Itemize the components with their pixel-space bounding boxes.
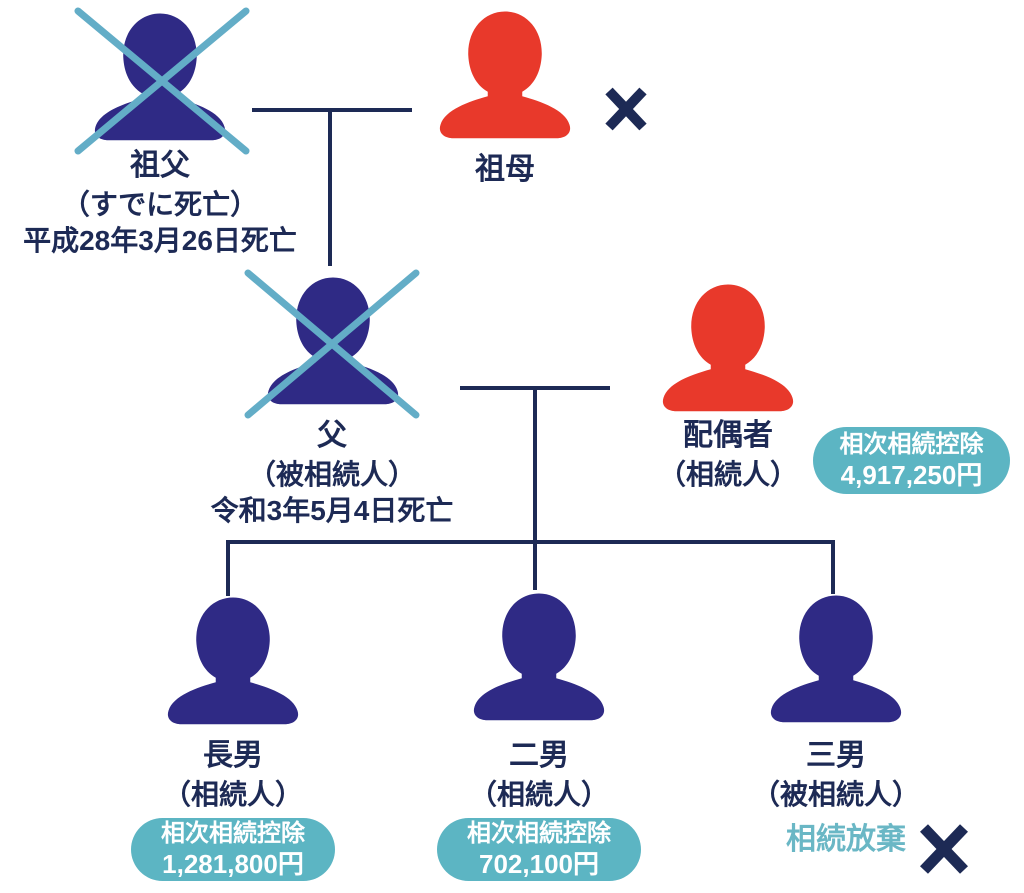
spouse-deduction-title: 相次相続控除 — [839, 431, 984, 458]
spouse-person-icon — [653, 283, 803, 412]
father-label: 父 （被相続人） 令和3年5月4日死亡 — [182, 416, 482, 529]
son2-deduction-amount: 702,100円 — [479, 849, 599, 879]
grandmother-name: 祖母 — [475, 153, 535, 186]
grandparents-to-father-line — [328, 110, 332, 266]
son2-label: 二男 （相続人） — [419, 736, 659, 813]
son3-name: 三男 — [806, 739, 866, 772]
grandfather-label: 祖父 （すでに死亡） 平成28年3月26日死亡 — [0, 146, 320, 259]
father-name: 父 — [317, 419, 347, 452]
father-deceased-cross-icon — [244, 269, 420, 419]
son2-deduction-title: 相次相続控除 — [467, 820, 611, 847]
son2-name: 二男 — [509, 739, 569, 772]
son1-status-note: （相続人） — [162, 779, 303, 810]
grandmother-x-mark-icon — [605, 87, 647, 131]
son3-renounce-label: 相続放棄 — [786, 823, 906, 856]
spouse-label: 配偶者 （相続人） — [618, 416, 838, 493]
father-death-date: 令和3年5月4日死亡 — [210, 495, 454, 526]
son1-deduction-amount: 1,281,800円 — [162, 849, 304, 879]
grandmother-person-icon — [430, 10, 580, 139]
son1-deduction-title: 相次相続控除 — [161, 820, 305, 847]
grandfather-name: 祖父 — [130, 149, 190, 182]
son1-drop-line — [226, 542, 230, 596]
grandfather-death-date: 平成28年3月26日死亡 — [23, 225, 297, 256]
son3-person-icon — [761, 594, 911, 723]
son2-status-note: （相続人） — [468, 779, 609, 810]
couple-to-children-line — [533, 388, 537, 590]
grandfather-deceased-cross-icon — [74, 7, 250, 155]
spouse-deduction-badge: 相次相続控除 4,917,250円 — [813, 427, 1010, 494]
son3-renounce-x-mark-icon — [920, 824, 968, 874]
son1-deduction-badge: 相次相続控除 1,281,800円 — [131, 818, 335, 881]
siblings-line — [226, 540, 835, 544]
son3-drop-line — [831, 542, 835, 594]
son3-label: 三男 （被相続人） — [716, 736, 956, 813]
spouse-status-note: （相続人） — [657, 459, 798, 490]
son2-deduction-badge: 相次相続控除 702,100円 — [437, 818, 641, 881]
father-status-note: （被相続人） — [247, 459, 416, 490]
spouse-deduction-amount: 4,917,250円 — [840, 460, 983, 490]
son1-label: 長男 （相続人） — [113, 736, 353, 813]
son3-status-note: （被相続人） — [751, 779, 920, 810]
son1-name: 長男 — [203, 739, 263, 772]
spouse-name: 配偶者 — [683, 419, 773, 452]
son1-person-icon — [158, 596, 308, 725]
grandparents-couple-line — [252, 108, 412, 112]
grandmother-label: 祖母 — [405, 150, 605, 190]
grandfather-status-note: （すでに死亡） — [61, 189, 259, 220]
son2-person-icon — [464, 592, 614, 721]
